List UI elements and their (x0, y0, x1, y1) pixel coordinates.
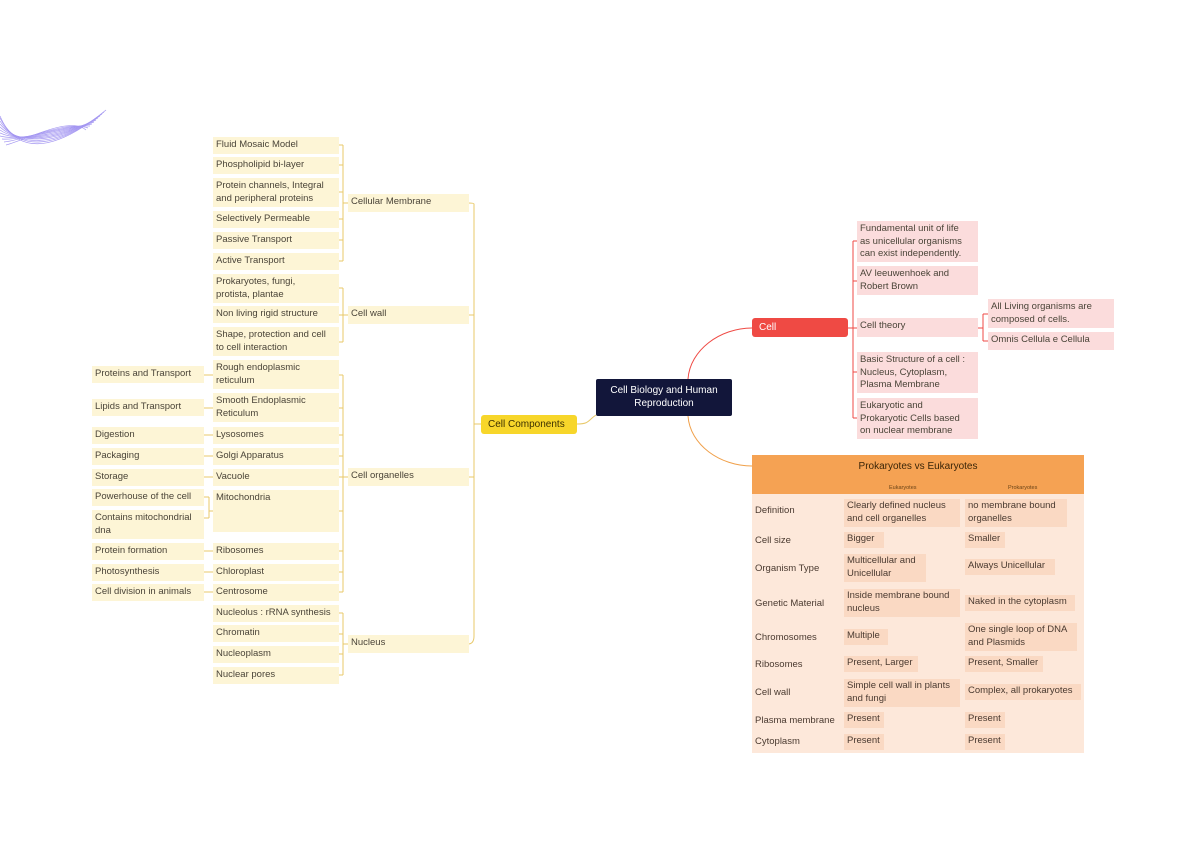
cell-wall-item[interactable]: Shape, protection and cell to cell inter… (213, 327, 339, 356)
cell-theory-item[interactable]: Omnis Cellula e Cellula (988, 332, 1114, 350)
organelle-item[interactable]: Lysosomes (213, 427, 339, 444)
nucleus-item[interactable]: Nucleoplasm (213, 646, 339, 663)
table-cell-pro: Smaller (965, 532, 1005, 548)
group-cell-wall[interactable]: Cell wall (348, 306, 469, 324)
cell-item[interactable]: Basic Structure of a cell : Nucleus, Cyt… (857, 352, 978, 393)
table-cell-euk: Clearly defined nucleus and cell organel… (844, 499, 960, 527)
organelle-item[interactable]: Chloroplast (213, 564, 339, 581)
organelle-item[interactable]: Ribosomes (213, 543, 339, 560)
table-cell-pro: Always Unicellular (965, 559, 1055, 575)
row-label: Cell wall (755, 687, 791, 698)
table-cell-pro: no membrane bound organelles (965, 499, 1067, 527)
group-cell-organelles[interactable]: Cell organelles (348, 468, 469, 486)
table-header: Prokaryotes vs Eukaryotes Eukaryotes Pro… (752, 455, 1084, 494)
table-cell-euk: Multiple (844, 629, 888, 645)
organelle-function[interactable]: Protein formation (92, 543, 204, 560)
organelle-item[interactable]: Mitochondria (213, 490, 339, 532)
nucleus-item[interactable]: Nucleolus : rRNA synthesis (213, 605, 339, 622)
row-label: Ribosomes (755, 659, 803, 670)
cell-item[interactable]: Eukaryotic and Prokaryotic Cells based o… (857, 398, 978, 439)
organelle-item[interactable]: Centrosome (213, 584, 339, 601)
organelle-function[interactable]: Storage (92, 469, 204, 486)
cell-wall-item[interactable]: Non living rigid structure (213, 306, 339, 323)
membrane-item[interactable]: Selectively Permeable (213, 211, 339, 228)
table-cell-euk: Present (844, 734, 884, 750)
organelle-function[interactable]: Powerhouse of the cell (92, 489, 204, 506)
cell-theory[interactable]: Cell theory (857, 318, 978, 337)
organelle-item[interactable]: Rough endoplasmic reticulum (213, 360, 339, 389)
table-cell-euk: Present (844, 712, 884, 728)
membrane-item[interactable]: Active Transport (213, 253, 339, 270)
row-label: Chromosomes (755, 632, 817, 643)
membrane-item[interactable]: Passive Transport (213, 232, 339, 249)
row-label: Cytoplasm (755, 736, 800, 747)
organelle-function[interactable]: Contains mitochondrial dna (92, 510, 204, 539)
membrane-item[interactable]: Protein channels, Integral and periphera… (213, 178, 339, 207)
root-topic[interactable]: Cell Biology and Human Reproduction (596, 379, 732, 416)
table-title: Prokaryotes vs Eukaryotes (858, 461, 978, 472)
organelle-item[interactable]: Vacuole (213, 469, 339, 486)
organelle-function[interactable]: Lipids and Transport (92, 399, 204, 416)
row-label: Cell size (755, 535, 791, 546)
table-cell-pro: Present, Smaller (965, 656, 1043, 672)
table-cell-euk: Inside membrane bound nucleus (844, 589, 960, 617)
cell-theory-item[interactable]: All Living organisms are composed of cel… (988, 299, 1114, 328)
row-label: Definition (755, 505, 795, 516)
row-label: Plasma membrane (755, 715, 835, 726)
col-header-prokaryotes: Prokaryotes (1008, 485, 1038, 491)
group-cellular-membrane[interactable]: Cellular Membrane (348, 194, 469, 212)
group-nucleus[interactable]: Nucleus (348, 635, 469, 653)
nucleus-item[interactable]: Nuclear pores (213, 667, 339, 684)
row-label: Genetic Material (755, 598, 825, 609)
table-cell-euk: Simple cell wall in plants and fungi (844, 679, 960, 707)
cell-wall-item[interactable]: Prokaryotes, fungi, protista, plantae (213, 274, 339, 303)
table-cell-euk: Bigger (844, 532, 884, 548)
table-cell-pro: Complex, all prokaryotes (965, 684, 1081, 700)
comparison-table: Prokaryotes vs Eukaryotes Eukaryotes Pro… (752, 455, 1084, 753)
col-header-eukaryotes: Eukaryotes (889, 485, 917, 491)
membrane-item[interactable]: Fluid Mosaic Model (213, 137, 339, 154)
topic-cell[interactable]: Cell (752, 318, 848, 337)
nucleus-item[interactable]: Chromatin (213, 625, 339, 642)
topic-cell-components[interactable]: Cell Components (481, 415, 577, 434)
row-label: Organism Type (755, 563, 820, 574)
cell-item[interactable]: AV leeuwenhoek and Robert Brown (857, 266, 978, 295)
table-cell-euk: Present, Larger (844, 656, 918, 672)
cell-item[interactable]: Fundamental unit of life as unicellular … (857, 221, 978, 262)
organelle-function[interactable]: Cell division in animals (92, 584, 204, 601)
table-cell-pro: Naked in the cytoplasm (965, 595, 1075, 611)
organelle-item[interactable]: Golgi Apparatus (213, 448, 339, 465)
table-cell-pro: Present (965, 734, 1005, 750)
organelle-function[interactable]: Packaging (92, 448, 204, 465)
wave-decoration (0, 109, 107, 146)
organelle-item[interactable]: Smooth Endoplasmic Reticulum (213, 393, 339, 422)
organelle-function[interactable]: Digestion (92, 427, 204, 444)
table-cell-euk: Multicellular and Unicellular (844, 554, 926, 582)
organelle-function[interactable]: Proteins and Transport (92, 366, 204, 383)
organelle-function[interactable]: Photosynthesis (92, 564, 204, 581)
membrane-item[interactable]: Phospholipid bi-layer (213, 157, 339, 174)
table-cell-pro: Present (965, 712, 1005, 728)
table-cell-pro: One single loop of DNA and Plasmids (965, 623, 1077, 651)
